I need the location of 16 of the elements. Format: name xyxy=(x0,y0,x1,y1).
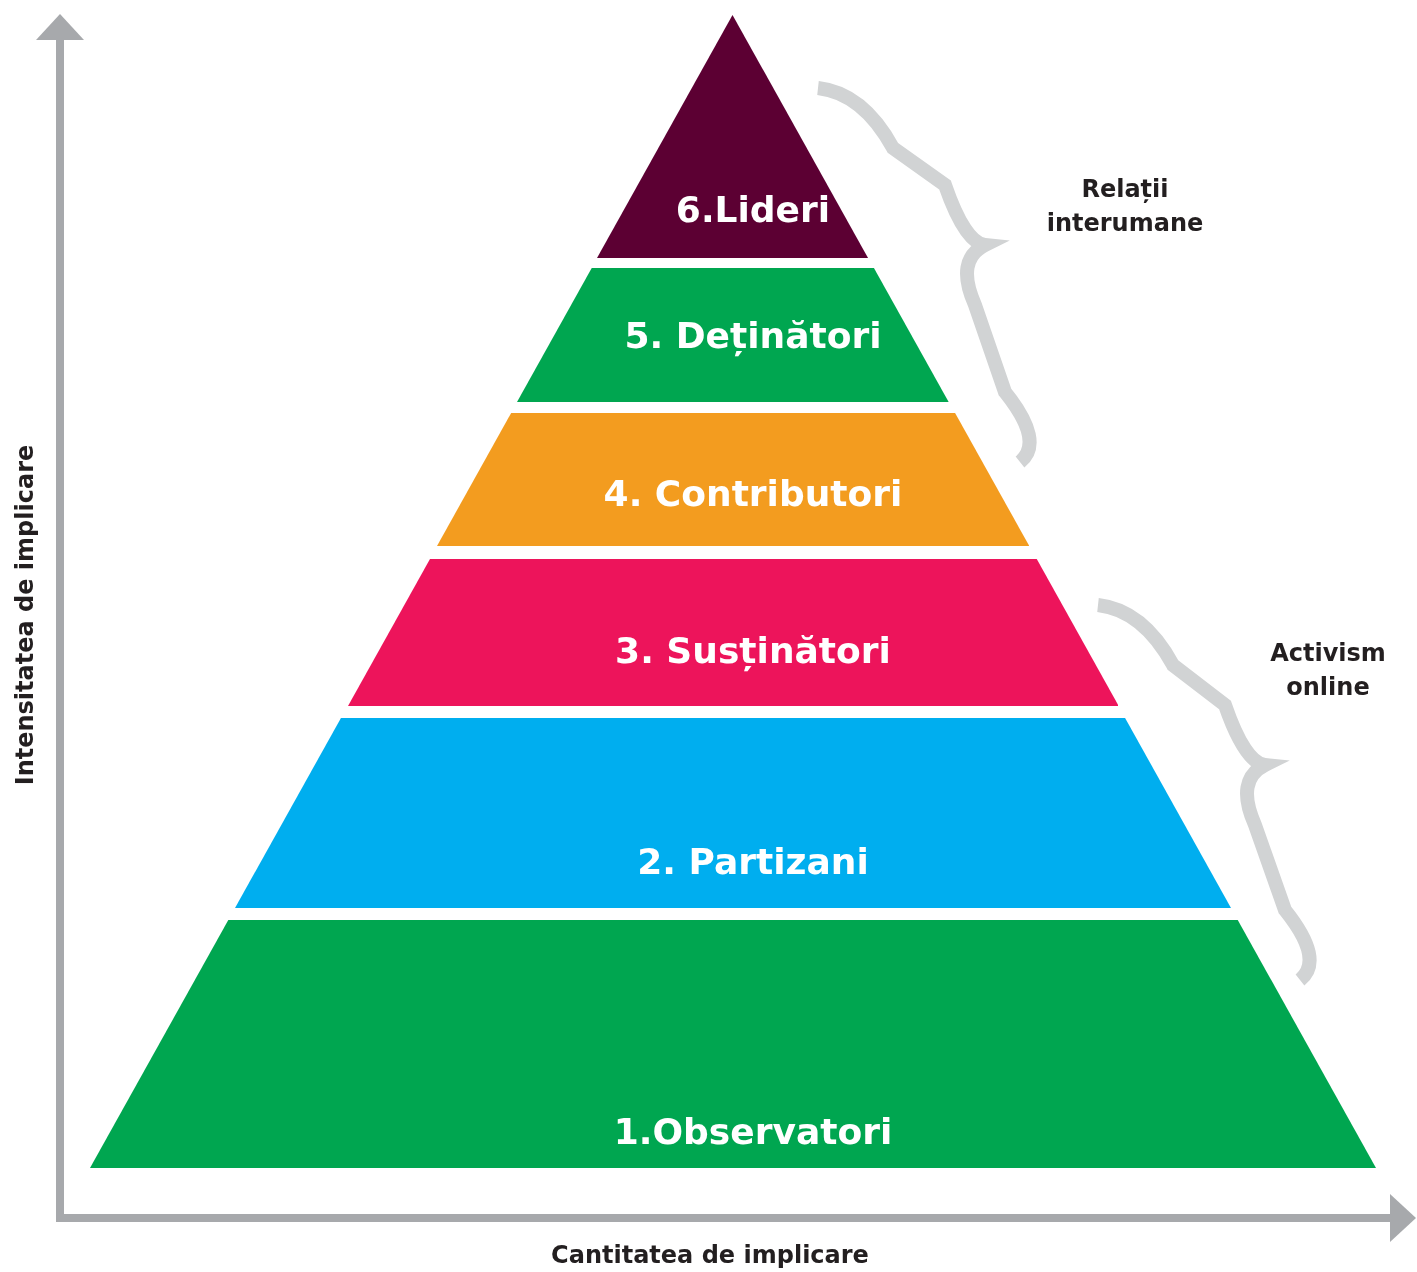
pyramid-tier xyxy=(517,268,949,402)
axis-title: Intensitatea de implicare xyxy=(10,443,40,788)
pyramid-tier xyxy=(597,15,869,258)
pyramid-tier xyxy=(89,920,1376,1168)
tier-label: 3. Susținători xyxy=(615,629,891,671)
tier-label: 4. Contributori xyxy=(603,472,903,514)
pyramid-tier xyxy=(234,718,1231,908)
pyramid-tier xyxy=(436,413,1030,546)
pyramid-tier xyxy=(347,559,1119,706)
axis-title: Cantitatea de implicare xyxy=(550,1240,870,1271)
tier-label: 2. Partizani xyxy=(637,840,869,881)
bracket-label: Relații interumane xyxy=(1045,174,1205,239)
tier-label: 6.Lideri xyxy=(675,188,831,230)
tier-label: 5. Deținători xyxy=(624,314,882,356)
tier-label: 1.Observatori xyxy=(613,1110,893,1152)
bracket-label: Activism online xyxy=(1269,638,1387,703)
